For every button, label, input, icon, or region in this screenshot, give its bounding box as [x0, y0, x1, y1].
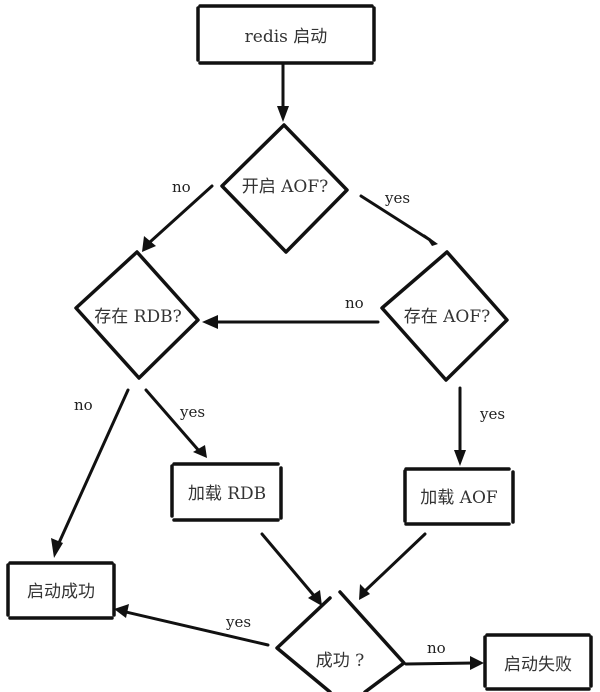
node-success: 成功 ?	[275, 590, 406, 692]
start-fail-text: 启动失败	[504, 655, 572, 675]
node-load-aof: 加载 AOF	[403, 467, 515, 526]
edge-label-aof-exists-yes: yes	[479, 405, 505, 423]
edge-label-aof-enabled-yes: yes	[384, 189, 410, 207]
edge-label-rdb-exists-yes: yes	[179, 403, 205, 421]
edge-success-yes: yes	[114, 604, 270, 647]
node-aof-exists: 存在 AOF?	[380, 250, 509, 382]
edge-rdb-exists-no: no	[51, 388, 130, 558]
node-rdb-exists: 存在 RDB?	[74, 250, 200, 380]
aof-exists-diamond	[380, 250, 509, 382]
start-fail-box	[483, 633, 593, 691]
node-start-ok: 启动成功	[6, 561, 116, 620]
node-start: redis 启动	[196, 4, 376, 65]
load-aof-text: 加载 AOF	[420, 488, 498, 508]
edge-load-rdb-to-success	[260, 532, 322, 606]
start-ok-text: 启动成功	[27, 582, 95, 602]
load-rdb-text: 加载 RDB	[188, 484, 266, 504]
edge-aof-enabled-no: no	[142, 178, 214, 252]
aof-enabled-text: 开启 AOF?	[242, 177, 329, 197]
edge-label-aof-exists-no: no	[345, 294, 364, 312]
edge-rdb-exists-yes: yes	[144, 388, 207, 458]
aof-enabled-diamond	[220, 123, 349, 254]
edge-label-success-yes: yes	[225, 613, 251, 631]
load-rdb-box	[170, 462, 283, 522]
edge-aof-exists-no: no	[202, 294, 380, 329]
load-aof-box	[403, 467, 515, 526]
edge-load-aof-to-success	[359, 532, 427, 600]
start-ok-box	[6, 561, 116, 620]
rdb-exists-text: 存在 RDB?	[94, 307, 181, 327]
node-load-rdb: 加载 RDB	[170, 462, 283, 522]
start-text: redis 启动	[245, 27, 328, 47]
edge-success-no: no	[404, 639, 484, 670]
success-diamond	[275, 590, 406, 692]
node-start-fail: 启动失败	[483, 633, 593, 691]
edge-aof-enabled-yes: yes	[359, 189, 438, 246]
start-box	[196, 4, 376, 65]
edge-label-success-no: no	[427, 639, 446, 657]
node-aof-enabled: 开启 AOF?	[220, 123, 349, 254]
edge-label-aof-enabled-no: no	[172, 178, 191, 196]
edge-label-rdb-exists-no: no	[74, 396, 93, 414]
success-text: 成功 ?	[316, 651, 365, 671]
aof-exists-text: 存在 AOF?	[404, 307, 491, 327]
edge-start-to-aof-enabled	[277, 62, 289, 122]
rdb-exists-diamond	[74, 250, 200, 380]
edge-aof-exists-yes: yes	[454, 386, 505, 466]
